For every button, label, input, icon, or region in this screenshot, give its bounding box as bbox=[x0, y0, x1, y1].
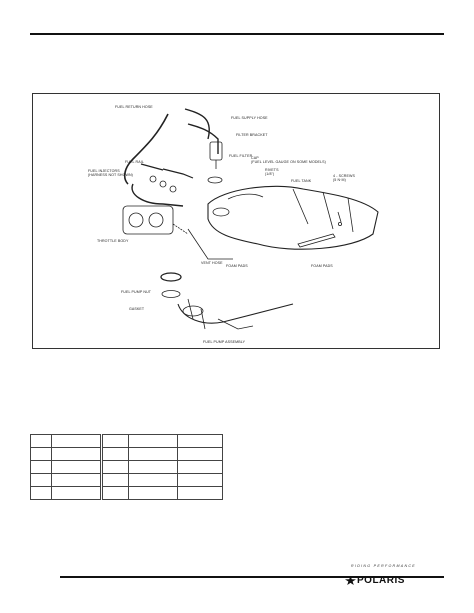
label-vent-hose: VENT HOSE bbox=[201, 261, 223, 265]
label-fuel-injectors: FUEL INJECTORS (HARNESS NOT SHOWN) bbox=[88, 169, 133, 178]
label-fuel-tank: FUEL TANK bbox=[291, 179, 312, 183]
label-screws: 4 - SCREWS (5 N·m) bbox=[333, 174, 355, 183]
brand-logo-text: POLARIS bbox=[357, 575, 405, 586]
label-rivets: RIVETS (1/8") bbox=[265, 168, 279, 177]
label-fuel-pump-nut: FUEL PUMP NUT bbox=[121, 290, 152, 294]
label-filter-bracket: FILTER BRACKET bbox=[236, 133, 268, 137]
label-foam-pads-2: FOAM PADS bbox=[311, 264, 333, 268]
table-row bbox=[30, 447, 223, 461]
polaris-star-icon bbox=[345, 576, 356, 585]
footer-rule bbox=[60, 576, 444, 578]
spec-table bbox=[30, 434, 223, 500]
label-throttle-body: THROTTLE BODY bbox=[97, 239, 129, 243]
fuel-filter-shape bbox=[209, 141, 223, 161]
fuel-tank-shape bbox=[207, 185, 379, 250]
label-fuel-rail: FUEL RAIL bbox=[125, 160, 144, 164]
table-row bbox=[30, 473, 223, 487]
label-fuel-filter: FUEL FILTER bbox=[229, 154, 253, 158]
diagram-drawing bbox=[122, 108, 379, 330]
label-fuel-supply-hose: FUEL SUPPLY HOSE bbox=[231, 116, 268, 120]
table-row bbox=[30, 460, 223, 474]
label-cap: CAP (FUEL LEVEL GAUGE ON SOME MODELS) bbox=[251, 156, 326, 165]
header-rule bbox=[30, 33, 444, 35]
brand-tagline: RIDING PERFORMANCE bbox=[351, 564, 416, 568]
label-foam-pads: FOAM PADS bbox=[226, 264, 248, 268]
return-hose-line bbox=[123, 113, 169, 185]
table-row bbox=[30, 486, 223, 500]
table-row bbox=[30, 434, 223, 448]
pump-nut-shape bbox=[160, 272, 182, 282]
label-gasket: GASKET bbox=[129, 307, 145, 311]
label-fuel-return-hose: FUEL RETURN HOSE bbox=[115, 105, 153, 109]
throttle-body-shape bbox=[122, 205, 174, 235]
fuel-system-exploded-diagram: FUEL RETURN HOSE FUEL SUPPLY HOSE FILTER… bbox=[32, 93, 440, 349]
label-fuel-pump-assembly: FUEL PUMP ASSEMBLY bbox=[203, 340, 246, 344]
